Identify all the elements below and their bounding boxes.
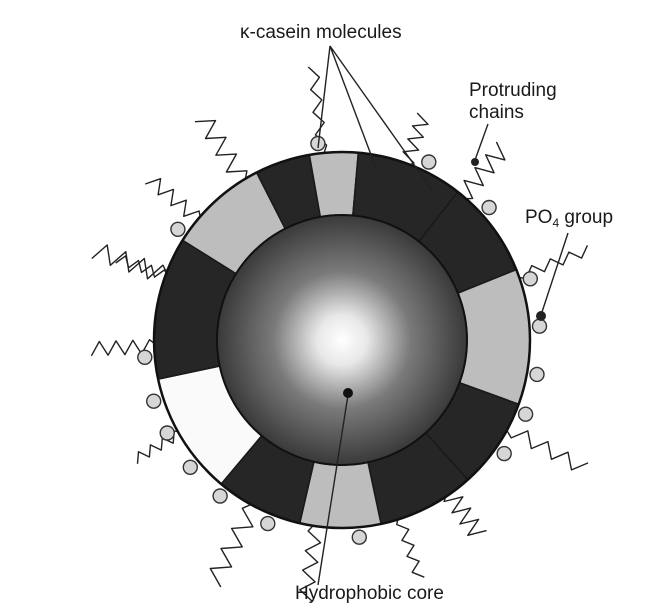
phosphate-ball — [160, 426, 174, 440]
phosphate-ball — [533, 319, 547, 333]
phosphate-ball — [422, 155, 436, 169]
phosphate-ball — [523, 272, 537, 286]
phosphate-ball — [352, 530, 366, 544]
protruding-chain — [505, 426, 589, 470]
phosphate-ball — [261, 517, 275, 531]
po4-group-label: PO4 group — [525, 207, 613, 228]
protruding-leader-dot — [471, 158, 479, 166]
kappa-leader-2 — [330, 46, 376, 168]
protruding-chain — [210, 503, 255, 588]
protruding-chain — [444, 491, 486, 536]
phosphate-ball — [213, 489, 227, 503]
protruding-label-line1: Protruding — [469, 80, 557, 101]
protruding-chain — [92, 245, 169, 279]
phosphate-ball — [183, 460, 197, 474]
phosphate-ball — [519, 407, 533, 421]
protruding-chain — [397, 515, 425, 577]
protruding-chain — [460, 142, 505, 199]
phosphate-ball — [482, 201, 496, 215]
protruding-chain — [195, 121, 247, 184]
phosphate-ball — [147, 394, 161, 408]
po4-leader — [542, 233, 568, 312]
hydrophobic-core-label: Hydrophobic core — [295, 583, 444, 604]
protruding-label-line2: chains — [469, 102, 524, 123]
kappa-casein-label: κ-casein molecules — [240, 22, 402, 43]
phosphate-ball — [530, 367, 544, 381]
core-leader-dot — [343, 388, 353, 398]
po4-prefix: PO — [525, 207, 552, 228]
phosphate-ball — [497, 447, 511, 461]
protruding-chain — [138, 431, 183, 464]
phosphate-ball — [138, 350, 152, 364]
kappa-leader-1 — [318, 46, 330, 148]
hydrophobic-core — [217, 215, 467, 465]
shell-segment-light — [458, 270, 530, 405]
po4-leader-dot — [536, 311, 546, 321]
po4-suffix: group — [559, 207, 613, 228]
protruding-chain — [145, 179, 201, 222]
phosphate-ball — [171, 222, 185, 236]
